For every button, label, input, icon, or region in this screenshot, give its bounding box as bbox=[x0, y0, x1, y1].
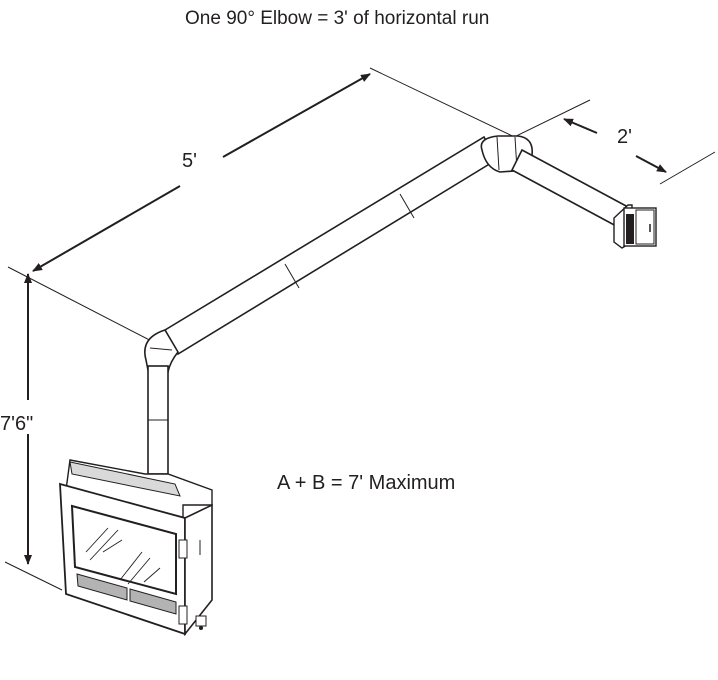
termination-cap bbox=[613, 204, 657, 249]
dimension-label-vertical-rise: 7'6" bbox=[0, 413, 34, 435]
dimension-arrows bbox=[24, 73, 667, 565]
horizontal-pipe bbox=[163, 135, 498, 356]
maximum-note: A + B = 7' Maximum bbox=[277, 472, 456, 494]
fireplace-unit bbox=[59, 459, 213, 637]
diagram-title: One 90° Elbow = 3' of horizontal run bbox=[185, 8, 490, 29]
vertical-pipe bbox=[147, 365, 169, 475]
short-pipe bbox=[510, 148, 630, 229]
dimension-label-secondary-run: 2' bbox=[617, 126, 632, 148]
dimension-label-main-run: 5' bbox=[182, 150, 197, 172]
extension-lines bbox=[4, 67, 716, 591]
